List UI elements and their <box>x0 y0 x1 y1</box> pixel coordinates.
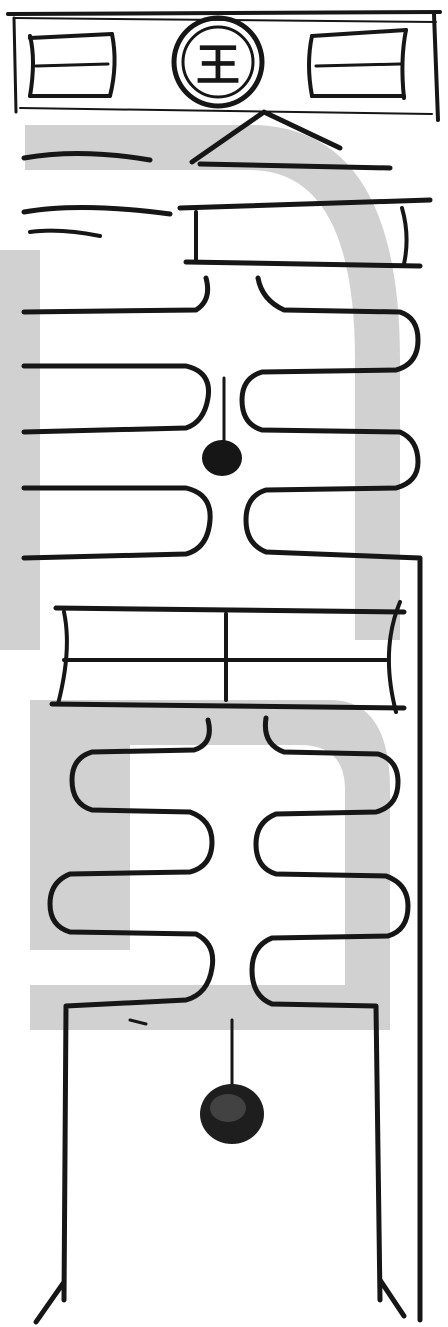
right-bracket-glyph <box>309 30 406 98</box>
seal-character: 王 <box>196 40 240 91</box>
base-strokes <box>36 1020 404 1322</box>
upper-box <box>180 200 430 266</box>
middle-box <box>52 602 404 712</box>
upper-left-meander <box>24 278 210 558</box>
left-bracket-glyph <box>30 34 115 96</box>
circle-seal-icon: 王 <box>174 18 262 106</box>
lower-drop-icon <box>200 1020 264 1144</box>
